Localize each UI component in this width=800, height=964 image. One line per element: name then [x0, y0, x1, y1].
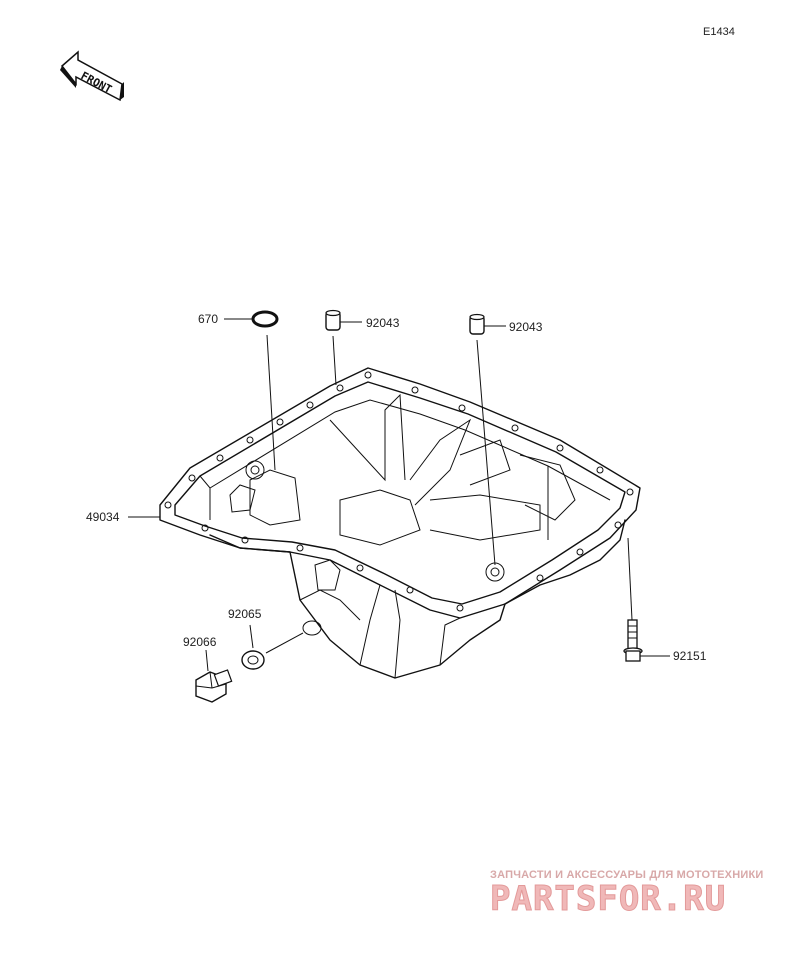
watermark-tagline: ЗАПЧАСТИ И АКСЕССУАРЫ ДЛЯ МОТОТЕХНИКИ	[490, 869, 763, 881]
flange-bolt-part	[623, 537, 670, 662]
oil-pan-part	[128, 367, 641, 679]
label-92043-left: 92043	[366, 316, 400, 330]
dowel-pin-right-part	[469, 313, 506, 566]
o-ring-part	[224, 310, 279, 471]
front-arrow-icon: FRONT	[60, 50, 124, 102]
label-670: 670	[198, 312, 218, 326]
label-49034: 49034	[86, 510, 120, 524]
dowel-pin-left-part	[325, 309, 362, 386]
label-92066: 92066	[183, 635, 217, 649]
diagram-code: E1434	[703, 26, 735, 38]
watermark-logo-text: PARTSFOR.RU	[490, 879, 726, 919]
label-92043-right: 92043	[509, 320, 543, 334]
washer-part	[241, 624, 304, 670]
label-92065: 92065	[228, 607, 262, 621]
drain-bolt-part	[195, 649, 233, 703]
label-92151: 92151	[673, 649, 707, 663]
watermark-logo: ЗАПЧАСТИ И АКСЕССУАРЫ ДЛЯ МОТОТЕХНИКИ PA…	[490, 869, 764, 920]
